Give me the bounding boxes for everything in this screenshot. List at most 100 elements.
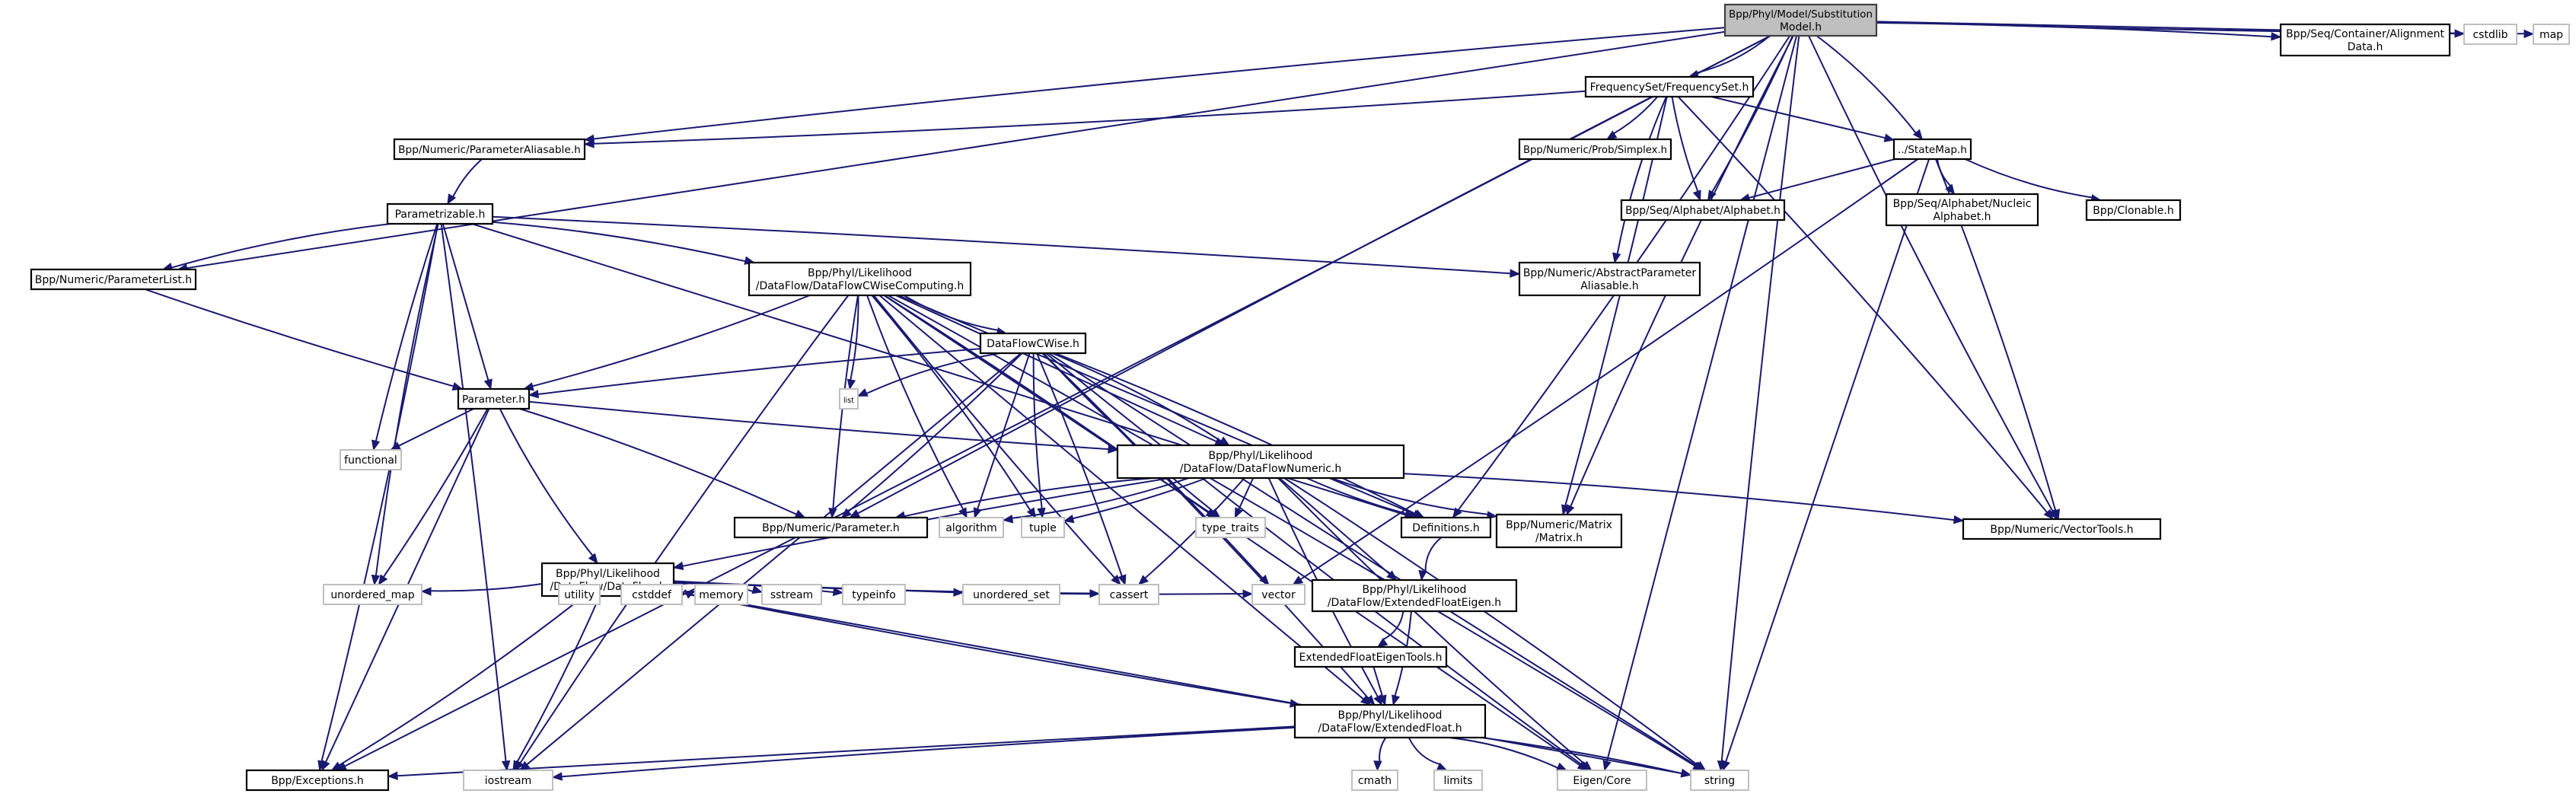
arrowhead-icon: [1292, 575, 1304, 585]
edge-line: [1936, 158, 1951, 186]
node-label: Bpp/Numeric/VectorTools.h: [1990, 524, 2133, 536]
edge-statemap-to-vector: [1292, 158, 1918, 585]
node-definitions[interactable]: Definitions.h: [1400, 516, 1492, 539]
edge-paramlist-to-parameter_h: [145, 288, 464, 391]
edge-line: [320, 223, 439, 762]
node-label: Eigen/Core: [1573, 775, 1631, 787]
node-box: [2279, 23, 2451, 57]
node-label: memory: [699, 589, 744, 601]
edge-freqset-to-statemap: [1710, 96, 1895, 142]
edge-line: [897, 295, 1415, 515]
node-extfloat[interactable]: Bpp/Phyl/Likelihood/DataFlow/ExtendedFlo…: [1293, 703, 1487, 739]
node-label: algorithm: [945, 522, 997, 534]
node-label: Model.h: [1780, 21, 1822, 33]
node-label: Bpp/Phyl/Model/Substitution: [1729, 9, 1873, 21]
node-dataflownumeric[interactable]: Bpp/Phyl/Likelihood/DataFlow/DataFlowNum…: [1116, 444, 1405, 480]
arrowhead-icon: [1376, 638, 1388, 648]
arrowhead-icon: [1694, 760, 1707, 771]
node-simplex[interactable]: Bpp/Numeric/Prob/Simplex.h: [1518, 138, 1672, 161]
node-box: [2463, 24, 2517, 45]
edge-freqset-to-vectortools: [1677, 96, 2054, 520]
arrowhead-icon: [1581, 760, 1592, 771]
arrowhead-icon: [330, 761, 343, 771]
edge-line: [1449, 737, 1558, 769]
node-label: functional: [344, 454, 397, 467]
edge-line: [187, 30, 1726, 269]
edge-line: [673, 591, 1682, 774]
node-exceptions[interactable]: Bpp/Exceptions.h: [245, 769, 390, 792]
edge-parametrizable-to-parameter_h: [442, 223, 493, 390]
arrowhead-icon: [1612, 252, 1621, 264]
node-label: cassert: [1110, 589, 1149, 601]
node-box: [839, 388, 859, 410]
edge-line: [430, 583, 543, 592]
node-box: [1251, 584, 1306, 605]
node-algorithm: algorithm: [939, 517, 1004, 538]
arrowhead-icon: [2052, 508, 2061, 521]
node-box: [386, 202, 494, 225]
node-statemap[interactable]: ../StateMap.h: [1892, 138, 1972, 161]
edge-line: [339, 595, 585, 767]
arrowhead-icon: [1111, 574, 1121, 585]
node-box: [1557, 770, 1647, 791]
arrowhead-icon: [1242, 589, 1254, 599]
edge-line: [1816, 35, 1917, 134]
arrowhead-icon: [2043, 508, 2054, 520]
node-cwisecomputing[interactable]: Bpp/Phyl/Likelihood/DataFlow/DataFlowCWi…: [748, 261, 972, 297]
edge-line: [1073, 477, 1207, 520]
node-label: Alphabet.h: [1933, 211, 1991, 223]
edge-line: [145, 288, 454, 387]
node-matrix[interactable]: Bpp/Numeric/Matrix/Matrix.h: [1495, 513, 1623, 549]
node-sstream: sstream: [761, 584, 822, 605]
edge-line: [532, 295, 811, 387]
node-extfloateigen[interactable]: Bpp/Phyl/Likelihood/DataFlow/ExtendedFlo…: [1311, 578, 1518, 613]
node-label: Definitions.h: [1412, 522, 1479, 534]
node-parametrizable[interactable]: Parametrizable.h: [386, 202, 494, 225]
edge-line: [1299, 158, 1918, 581]
node-box: [1433, 770, 1483, 791]
edge-line: [1382, 610, 1404, 641]
node-box: [1962, 518, 2162, 540]
edge-root-to-vectortools: [1808, 35, 2058, 521]
node-paramlist[interactable]: Bpp/Numeric/ParameterList.h: [30, 268, 197, 291]
edge-line: [528, 400, 1109, 451]
edge-line: [1279, 477, 1391, 575]
node-vectortools[interactable]: Bpp/Numeric/VectorTools.h: [1962, 518, 2162, 540]
node-extfloateigentools[interactable]: ExtendedFloatEigenTools.h: [1293, 645, 1448, 668]
node-dataflowcwise[interactable]: DataFlowCWise.h: [979, 332, 1087, 355]
arrowhead-icon: [1234, 507, 1243, 519]
node-numparameter[interactable]: Bpp/Numeric/Parameter.h: [733, 516, 929, 539]
node-freqset[interactable]: FrequencySet/FrequencySet.h: [1584, 75, 1755, 98]
node-map: map: [2533, 24, 2570, 45]
node-label: DataFlowCWise.h: [987, 338, 1079, 350]
edge-parameter_h-to-functional: [390, 408, 474, 451]
edge-line: [537, 348, 981, 395]
node-box: [1400, 516, 1492, 539]
edge-line: [866, 352, 1001, 394]
edge-extfloat-to-string: [1481, 737, 1692, 778]
node-clonable[interactable]: Bpp/Clonable.h: [2085, 199, 2182, 222]
node-label: Bpp/Exceptions.h: [271, 775, 364, 787]
node-label: Parametrizable.h: [395, 209, 486, 221]
node-label: typeinfo: [852, 589, 896, 601]
arrowhead-icon: [551, 772, 563, 781]
edge-line: [383, 408, 489, 578]
node-label: Bpp/Seq/Container/Alignment: [2286, 28, 2445, 40]
edge-line: [492, 215, 1511, 275]
edge-dataflow-to-exceptions: [330, 595, 585, 771]
node-string: string: [1690, 770, 1749, 791]
node-parameter_h[interactable]: Parameter.h: [457, 387, 531, 410]
edge-line: [1481, 737, 1682, 775]
edge-line: [561, 726, 1296, 778]
node-paramaliasable[interactable]: Bpp/Numeric/ParameterAliasable.h: [393, 138, 586, 161]
edge-line: [375, 223, 439, 576]
node-box: [1293, 645, 1448, 668]
arrowhead-icon: [1510, 269, 1521, 278]
node-alphabet[interactable]: Bpp/Seq/Alphabet/Alphabet.h: [1620, 199, 1786, 222]
arrowhead-icon: [751, 585, 764, 594]
